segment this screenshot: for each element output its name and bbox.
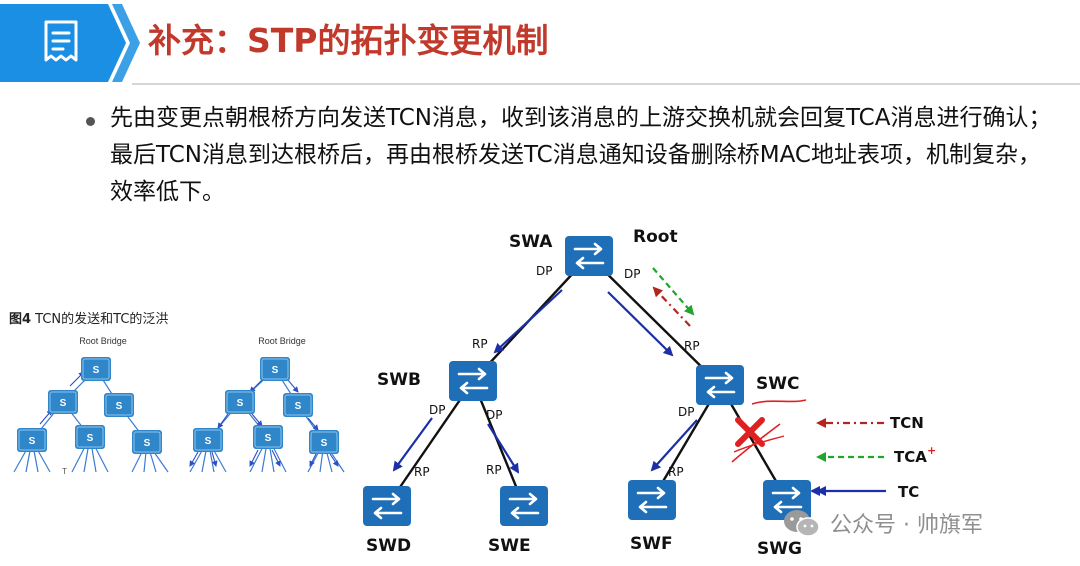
document-list-icon (44, 20, 78, 62)
small-switch-label: S (87, 433, 94, 444)
tca-arrow (652, 267, 695, 316)
tcn-legend-label: TCN (890, 414, 924, 432)
swc-label: SWC (756, 374, 799, 394)
port-label: DP (536, 264, 552, 278)
bullet-text: 先由变更点朝根桥方向发送TCN消息，收到该消息的上游交换机就会回复TCA消息进行… (110, 105, 1052, 205)
small-switch-label: S (116, 401, 123, 412)
figure-tc-flooding: Root Bridge S S S S (189, 336, 345, 473)
small-switch (282, 392, 314, 418)
links (386, 255, 789, 507)
figure-number: 图4 (9, 312, 32, 327)
link-swb-swe (471, 380, 526, 507)
tca-legend-label: TCA (894, 448, 927, 466)
port-label: RP (486, 463, 502, 477)
link-swc-swg (718, 384, 789, 501)
link-swa-swb (472, 255, 590, 382)
small-switch (16, 427, 48, 453)
tc-legend-label: TC (898, 483, 919, 501)
tc-arrows (392, 289, 820, 496)
switch-swd (361, 484, 413, 528)
link-swa-swc (588, 255, 721, 386)
small-switch-label: S (265, 433, 272, 444)
header-divider (132, 83, 1080, 85)
swe-label: SWE (488, 536, 531, 556)
port-label: RP (414, 465, 430, 479)
small-switch-label: S (321, 438, 328, 449)
small-switch (252, 424, 284, 450)
small-switch-label: S (237, 398, 244, 409)
watermark-text: 公众号 · 帅旗军 (830, 513, 983, 538)
root-bridge-label: Root Bridge (79, 336, 127, 346)
switch-swf (626, 478, 678, 522)
small-switch-label: S (29, 436, 36, 447)
header-banner (0, 4, 140, 82)
port-label: DP (429, 403, 445, 417)
small-switch-label: S (272, 365, 279, 376)
port-label: DP (678, 405, 694, 419)
port-label: RP (684, 339, 700, 353)
small-t-label: T (62, 467, 67, 476)
watermark: 公众号 · 帅旗军 (782, 506, 983, 540)
small-switch (131, 429, 163, 455)
root-bridge-label: Root Bridge (258, 336, 306, 346)
small-switch (47, 389, 79, 415)
small-switch (308, 429, 340, 455)
small-switch-label: S (295, 401, 302, 412)
switch-swb (447, 359, 499, 403)
swg-label: SWG (757, 539, 802, 559)
small-switch-label: S (93, 365, 100, 376)
small-switch (80, 356, 112, 382)
figure-tcn-sending: Root Bridge S S S S S S T (13, 336, 169, 476)
slide-header: 补充：STP的拓扑变更机制 (0, 0, 1080, 86)
small-switch (192, 427, 224, 453)
tcn-arrow (652, 286, 691, 327)
switch-swc (694, 363, 746, 407)
port-label: RP (472, 337, 488, 351)
small-switch (74, 424, 106, 450)
page-title: 补充：STP的拓扑变更机制 (148, 21, 549, 60)
link-swb-swd (386, 380, 474, 507)
swd-label: SWD (366, 536, 411, 556)
bullet-marker (86, 117, 95, 126)
switch-swe (498, 484, 550, 528)
port-label: DP (486, 408, 502, 422)
root-label: Root (633, 227, 678, 247)
switch-swa (563, 234, 615, 278)
small-switch-label: S (144, 438, 151, 449)
link-fault-icon (731, 417, 785, 463)
small-switch (103, 392, 135, 418)
swa-label: SWA (509, 232, 553, 252)
link-swc-swf (650, 384, 722, 501)
figure-caption: 图4 TCN的发送和TC的泛洪 (9, 308, 168, 327)
small-switch (259, 356, 291, 382)
swb-label: SWB (377, 370, 421, 390)
wechat-icon (784, 510, 820, 537)
small-switch (224, 389, 256, 415)
swc-underline (751, 399, 807, 405)
tca-superscript: + (927, 444, 936, 457)
small-switch-label: S (205, 436, 212, 447)
figure-caption-text: TCN的发送和TC的泛洪 (31, 312, 169, 327)
port-label: RP (668, 465, 684, 479)
swf-label: SWF (630, 534, 673, 554)
small-switch-label: S (60, 398, 67, 409)
port-label: DP (624, 267, 640, 281)
